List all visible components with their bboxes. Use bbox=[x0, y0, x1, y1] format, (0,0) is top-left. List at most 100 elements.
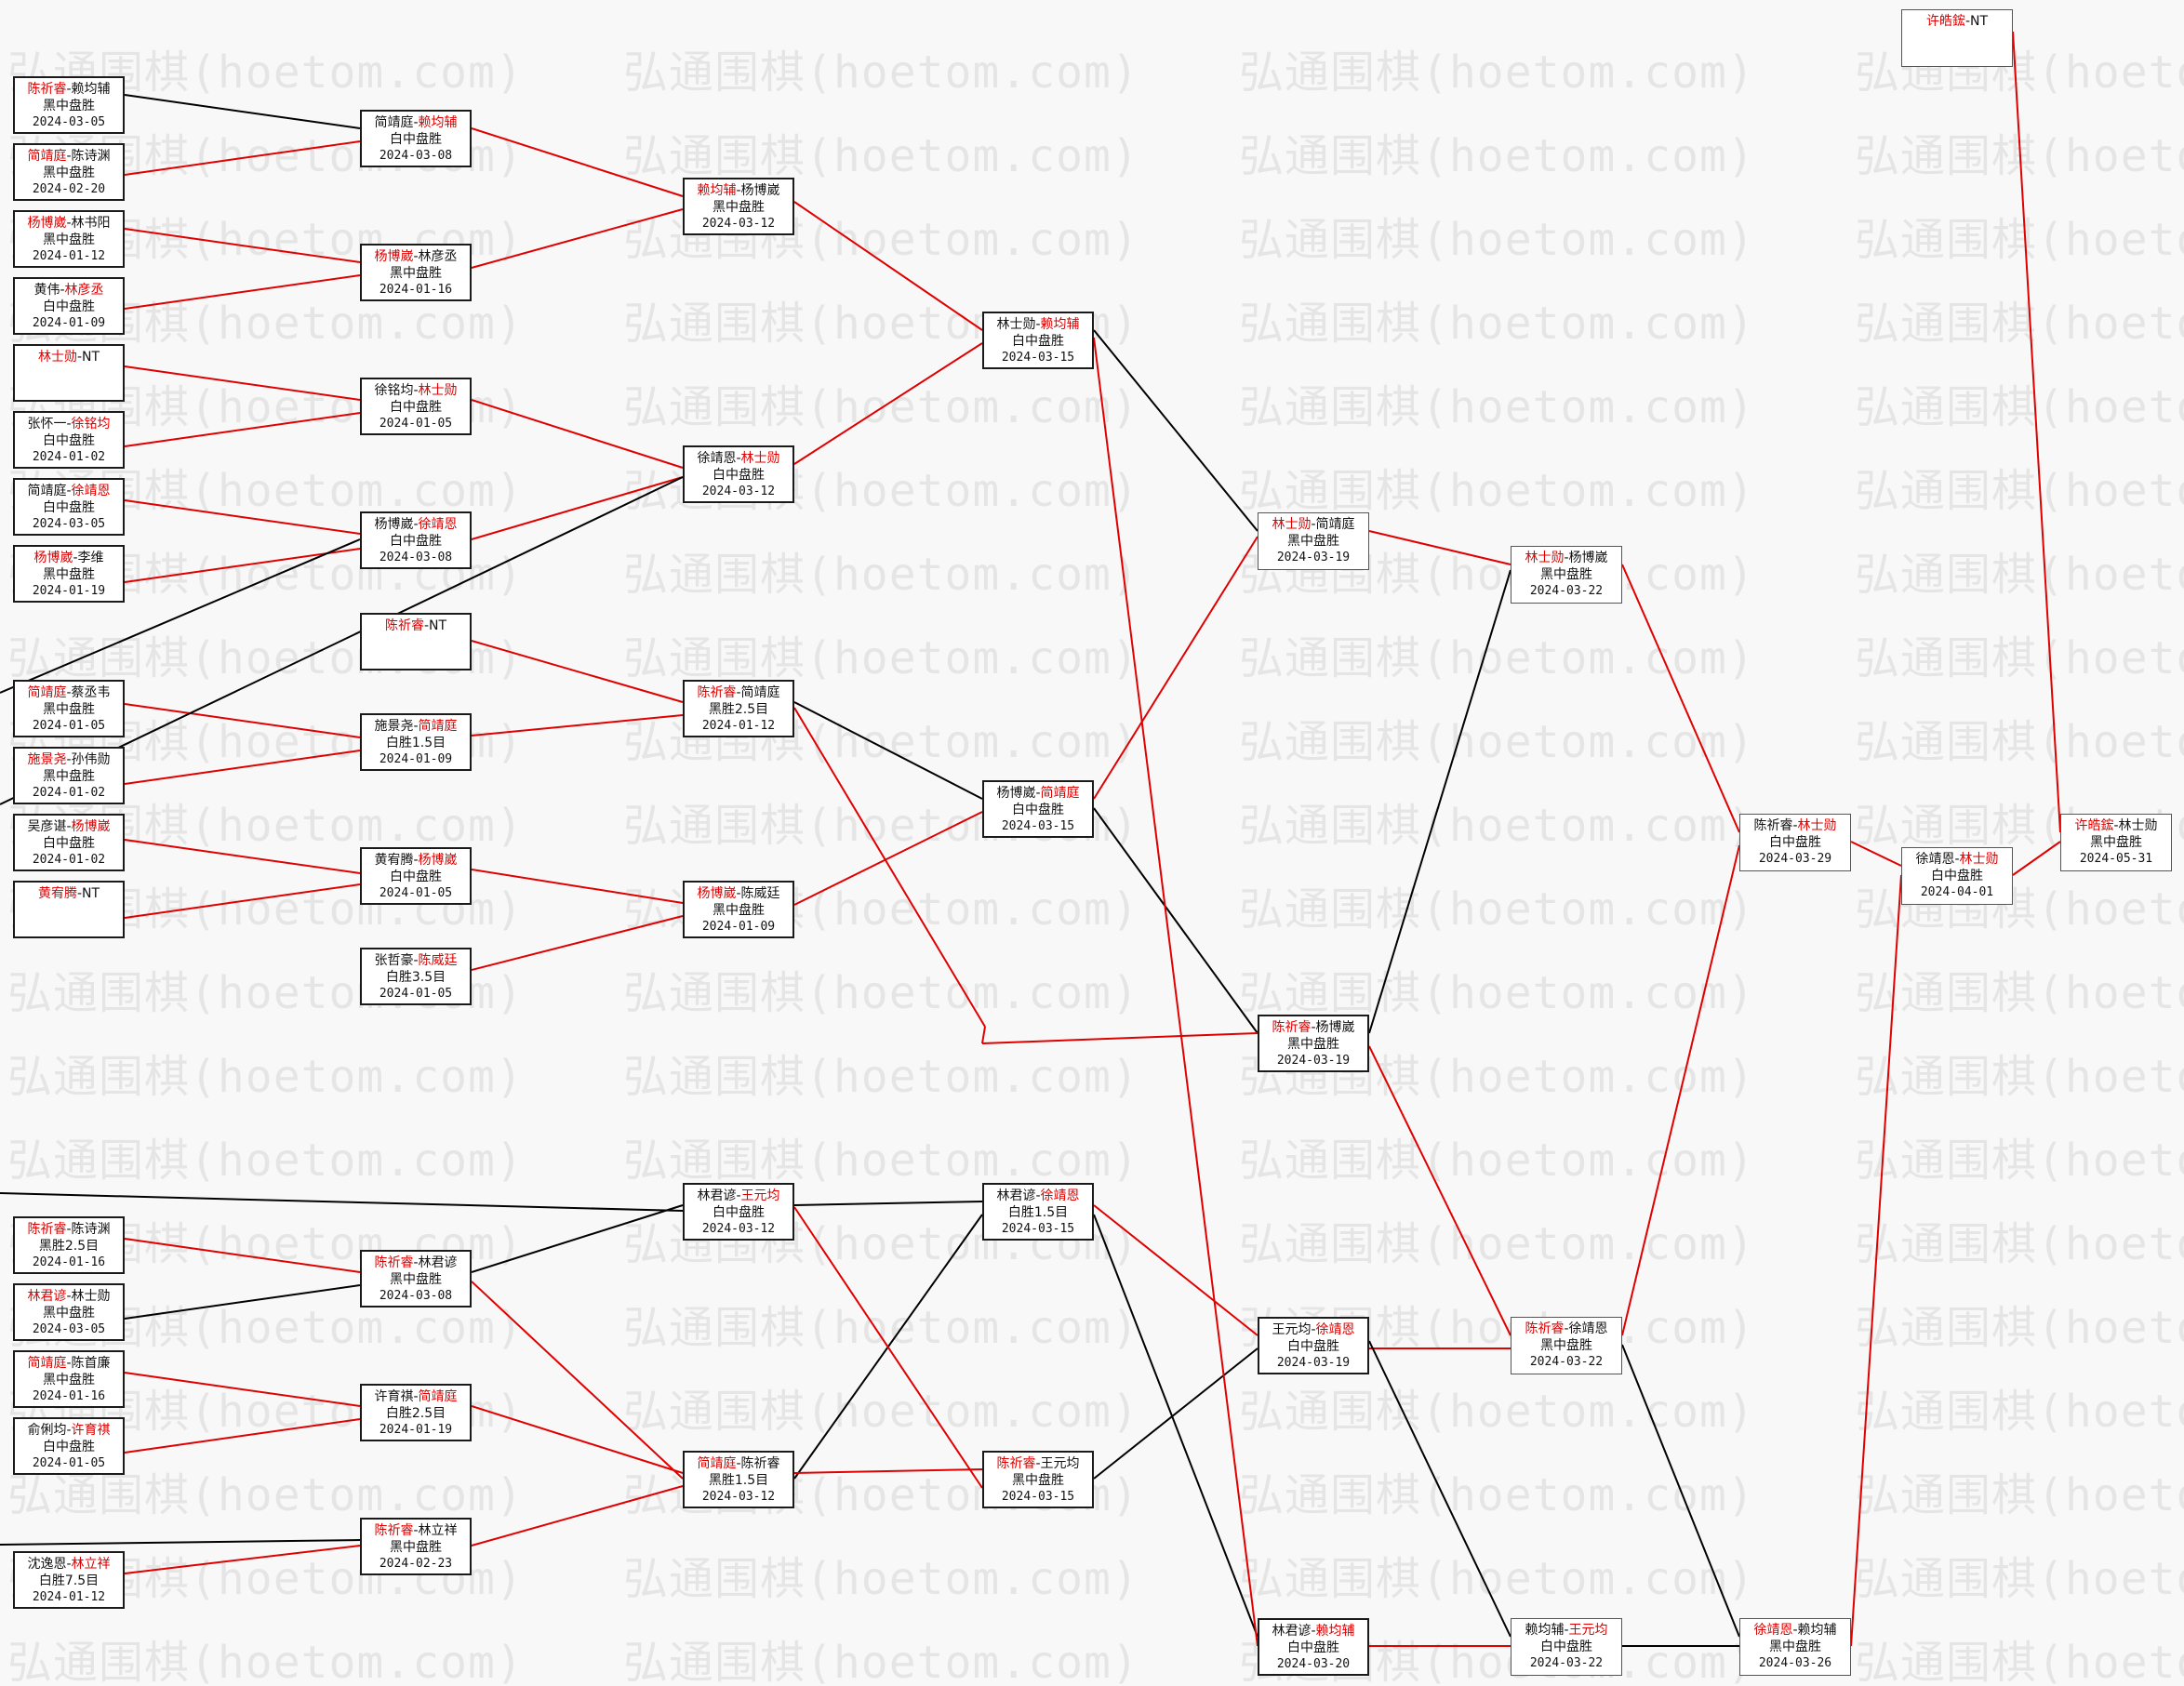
separator: - bbox=[60, 283, 65, 298]
match-result: 黑中盘胜 bbox=[43, 166, 95, 180]
match-result: 黑中盘胜 bbox=[43, 702, 95, 717]
player-white: 陈祈睿 bbox=[740, 1456, 780, 1471]
match-date: 2024-01-09 bbox=[32, 316, 106, 330]
connector-line-32 bbox=[793, 811, 983, 906]
separator: - bbox=[1035, 1456, 1041, 1471]
match-players: 许皓鋐-NT bbox=[1902, 13, 2012, 30]
connector-line-8 bbox=[124, 703, 361, 738]
match-players: 林士勋-赖均辅 bbox=[984, 316, 1092, 333]
match-result: 白中盘胜 bbox=[390, 400, 442, 415]
match-result: 白中盘胜 bbox=[43, 433, 95, 448]
connector-line-58 bbox=[2012, 31, 2061, 833]
match-players: 许育祺-简靖庭 bbox=[362, 1388, 470, 1405]
match-date: 2024-03-12 bbox=[701, 1490, 776, 1504]
connector-line-16 bbox=[124, 1545, 361, 1574]
match-players: 俞俐均-许育祺 bbox=[15, 1422, 123, 1439]
separator: - bbox=[66, 82, 72, 97]
player-white: 林君谚 bbox=[418, 1255, 458, 1270]
connector-line-50 bbox=[1368, 1340, 1511, 1638]
match-players: 施景尧-简靖庭 bbox=[362, 718, 470, 735]
match-date: 2024-01-09 bbox=[379, 752, 453, 766]
player-black: 俞俐均 bbox=[27, 1423, 67, 1438]
separator: - bbox=[736, 1456, 741, 1471]
connector-line-10 bbox=[124, 839, 361, 874]
match-date: 2024-03-05 bbox=[32, 115, 106, 129]
connector-line-29 bbox=[793, 201, 983, 331]
player-black: 沈逸恩 bbox=[27, 1557, 67, 1572]
match-date: 2024-01-05 bbox=[32, 719, 106, 733]
connector-line-36 bbox=[793, 1206, 983, 1489]
player-white: 林士勋 bbox=[1797, 818, 1837, 833]
connector-line-off-3 bbox=[0, 1539, 361, 1546]
player-white: 赖均辅 bbox=[1040, 317, 1080, 332]
player-black: 陈祈睿 bbox=[374, 1255, 414, 1270]
connector-line-9 bbox=[124, 750, 361, 785]
connector-line-42 bbox=[1093, 1347, 1258, 1480]
player-white: 林士勋 bbox=[418, 383, 458, 398]
match-result: 白胜1.5目 bbox=[1007, 1205, 1069, 1220]
match-result: 黑中盘胜 bbox=[390, 1540, 442, 1555]
match-players: 陈祈睿-林士勋 bbox=[1740, 817, 1850, 834]
player-black: 赖均辅 bbox=[1525, 1623, 1565, 1638]
player-black: 王元均 bbox=[1272, 1322, 1312, 1337]
match-result: 白中盘胜 bbox=[1931, 869, 1983, 883]
player-black: 简靖庭 bbox=[27, 685, 67, 700]
separator: - bbox=[66, 1222, 72, 1237]
match-date: 2024-03-08 bbox=[379, 149, 453, 163]
player-black: 陈祈睿 bbox=[384, 618, 424, 633]
match-result: 白中盘胜 bbox=[1012, 334, 1064, 349]
connector-line-4 bbox=[124, 365, 361, 401]
separator: - bbox=[736, 451, 741, 466]
player-black: 施景尧 bbox=[374, 719, 414, 734]
connector-line-31 bbox=[793, 701, 983, 800]
player-black: 赖均辅 bbox=[697, 183, 737, 198]
connector-line-35 bbox=[793, 1468, 983, 1474]
player-black: 简靖庭 bbox=[27, 149, 67, 164]
match-date: 2024-01-09 bbox=[701, 920, 776, 934]
connector-line-22 bbox=[471, 714, 684, 737]
separator: - bbox=[1311, 517, 1316, 532]
connector-line-7 bbox=[124, 548, 361, 583]
match-result: 黑中盘胜 bbox=[43, 769, 95, 784]
match-players: 黄宥腾-NT bbox=[15, 885, 123, 902]
match-date: 2024-01-12 bbox=[32, 249, 106, 263]
match-players: 林士勋-简靖庭 bbox=[1258, 516, 1368, 533]
player-black: 杨博崴 bbox=[27, 216, 67, 231]
player-black: 陈祈睿 bbox=[996, 1456, 1036, 1471]
connector-line-15 bbox=[124, 1418, 361, 1454]
connector-line-off-0 bbox=[0, 538, 361, 694]
player-white: 简靖庭 bbox=[418, 1389, 458, 1404]
match-players: 黄宥腾-杨博崴 bbox=[362, 852, 470, 869]
separator: - bbox=[66, 216, 72, 231]
match-players: 沈逸恩-林立祥 bbox=[15, 1556, 123, 1573]
match-players: 徐靖恩-林士勋 bbox=[685, 450, 792, 467]
connector-line-2 bbox=[124, 228, 361, 263]
match-date: 2024-03-22 bbox=[1529, 584, 1604, 598]
match-result: 黑胜1.5目 bbox=[708, 1473, 769, 1488]
match-box-r1e: 陈祈睿-NT bbox=[360, 613, 472, 670]
player-black: 简靖庭 bbox=[27, 484, 67, 498]
player-white: 林士勋 bbox=[1959, 852, 1999, 867]
connector-line-41 bbox=[1093, 1204, 1258, 1336]
player-black: 陈祈睿 bbox=[1753, 818, 1793, 833]
player-black: 陈祈睿 bbox=[697, 685, 737, 700]
connector-line-0 bbox=[124, 94, 361, 129]
match-players: 杨博崴-林书阳 bbox=[15, 215, 123, 232]
player-black: 林士勋 bbox=[37, 350, 77, 365]
match-result: 黑胜2.5目 bbox=[708, 702, 769, 717]
player-black: 黄宥腾 bbox=[374, 853, 414, 868]
